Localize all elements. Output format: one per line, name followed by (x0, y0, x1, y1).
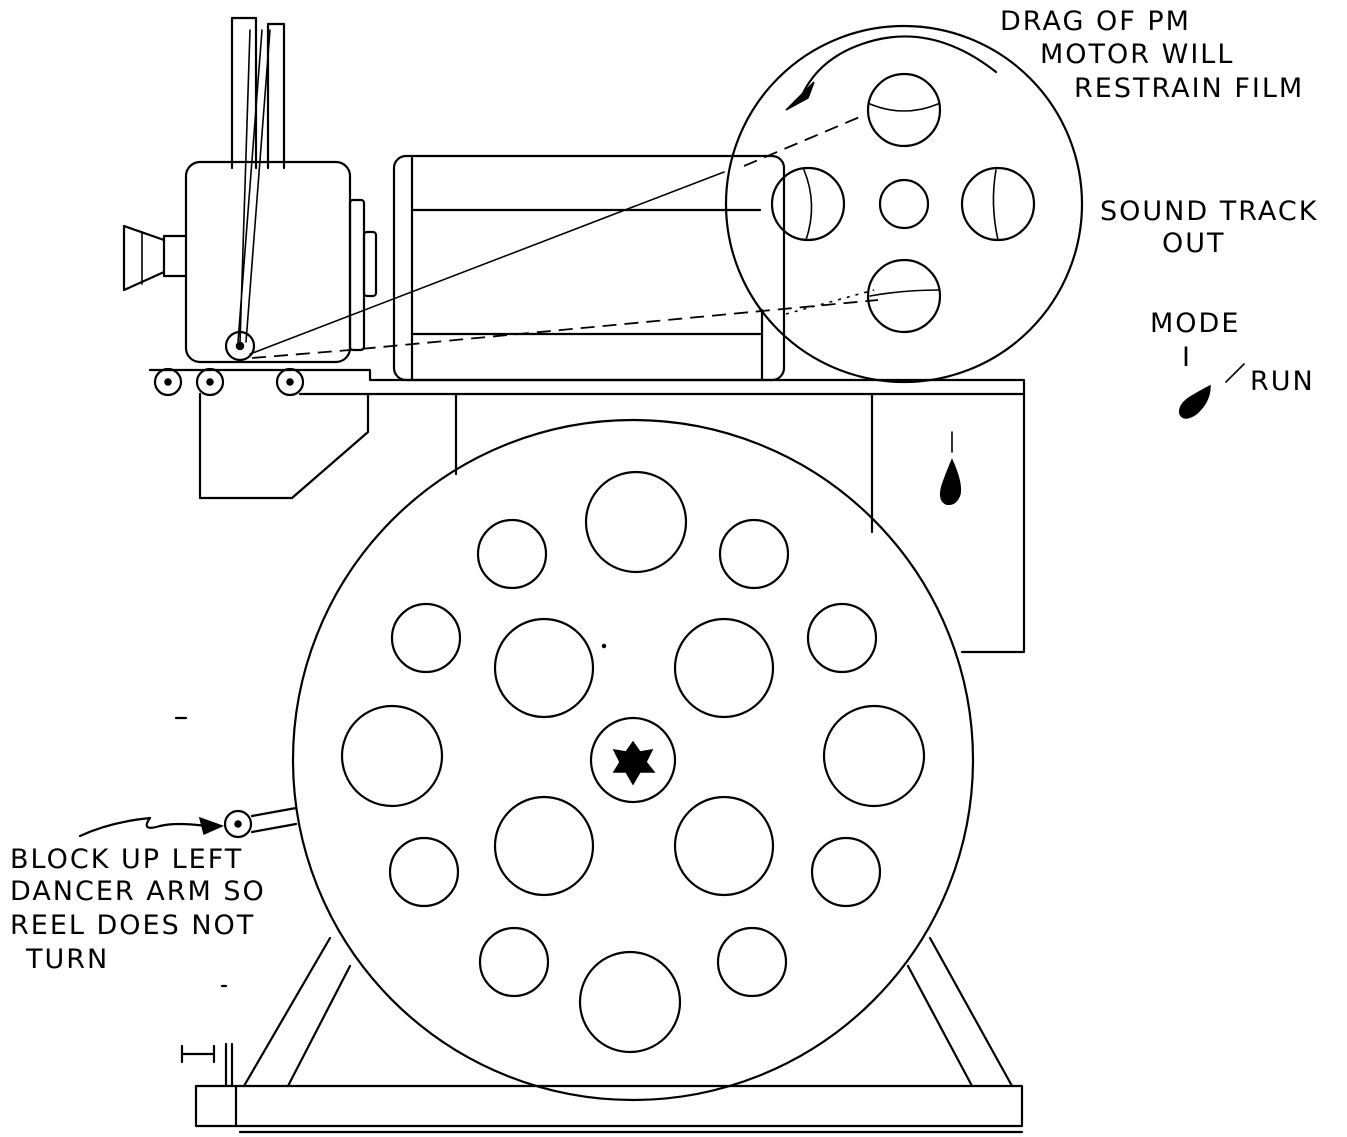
mode-label: MODE (1150, 308, 1240, 339)
sound-label-line-1: SOUND TRACK (1100, 196, 1318, 227)
block-label-line-3: REEL DOES NOT (10, 910, 255, 941)
sprocket-roller (224, 330, 256, 362)
lower-reel (291, 418, 975, 1102)
block-label-line-1: BLOCK UP LEFT (10, 844, 243, 875)
mode-switch-body (939, 431, 962, 506)
reel-stand (180, 936, 1024, 1134)
drag-label-line-2: MOTOR WILL (1040, 39, 1234, 70)
projector-head (122, 16, 378, 364)
label-sound-track: SOUND TRACK OUT (1100, 196, 1318, 259)
block-label-line-4: TURN (25, 944, 109, 975)
label-mode: MODE I RUN (1150, 308, 1315, 419)
upper-reel (724, 24, 1084, 384)
film-path (249, 115, 879, 359)
base-bar (148, 367, 1026, 654)
mode-lever-icon (1179, 384, 1211, 419)
guide-roller-1 (153, 367, 183, 397)
mode-tick: I (1182, 342, 1192, 373)
guide-roller-3 (275, 367, 305, 397)
label-drag: DRAG OF PM MOTOR WILL RESTRAIN FILM (1000, 6, 1304, 104)
label-block-up: BLOCK UP LEFT DANCER ARM SO REEL DOES NO… (10, 844, 266, 975)
sound-label-line-2: OUT (1162, 228, 1226, 259)
guide-roller-2 (195, 367, 225, 397)
drag-label-line-3: RESTRAIN FILM (1074, 73, 1304, 104)
dancer-arm (78, 806, 298, 839)
block-label-line-2: DANCER ARM SO (10, 876, 266, 907)
run-label: RUN (1250, 366, 1315, 397)
drag-label-line-1: DRAG OF PM (1000, 6, 1191, 37)
